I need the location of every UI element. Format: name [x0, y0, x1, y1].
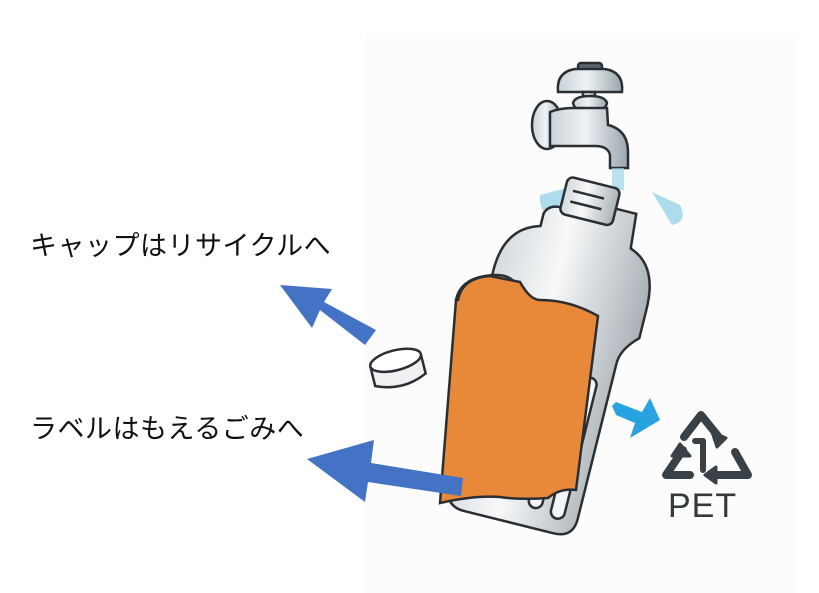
label-instruction-text: ラベルはもえるごみへ	[30, 414, 305, 445]
pet-arrow-icon	[612, 398, 660, 438]
label-arrow-icon	[307, 440, 463, 502]
faucet-icon	[530, 61, 630, 170]
pet-material-text: PET	[668, 487, 738, 525]
bottle-cap-icon	[368, 347, 428, 389]
pet-recycle-mark-icon	[662, 411, 752, 485]
cap-instruction-text: キャップはリサイクルへ	[30, 231, 332, 262]
bottle-label-icon	[438, 273, 600, 505]
cap-arrow-icon	[280, 285, 376, 345]
